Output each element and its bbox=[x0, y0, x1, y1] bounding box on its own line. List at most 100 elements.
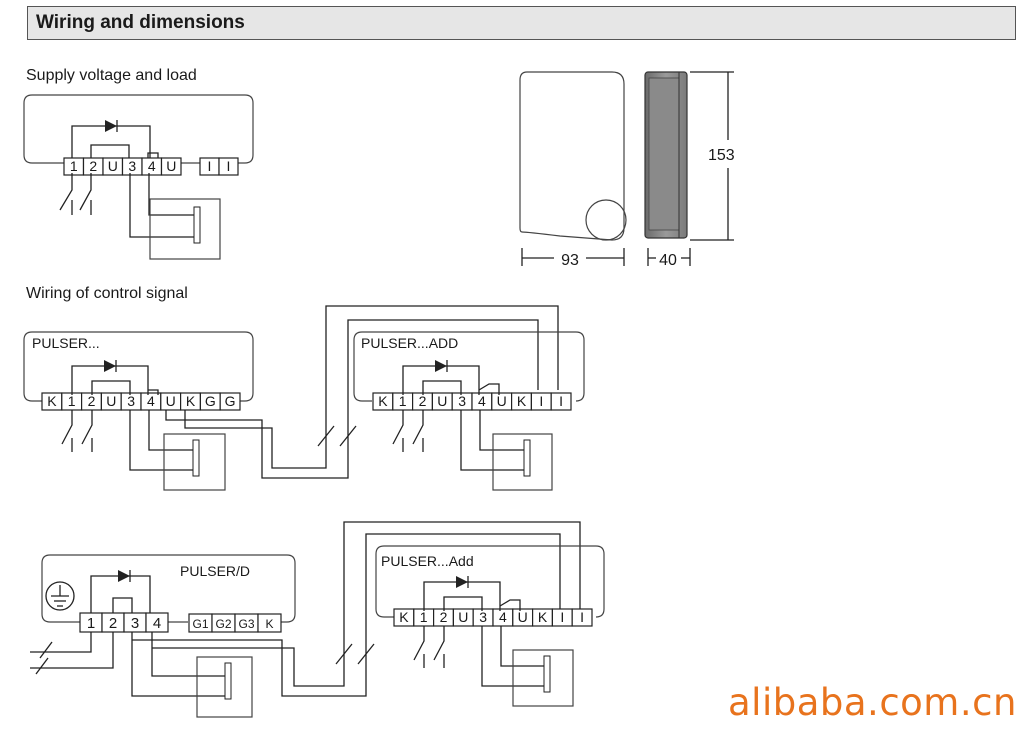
terminal-d5-terms-2: 2 bbox=[433, 608, 455, 627]
terminal-d3-terms-2: 2 bbox=[412, 392, 434, 411]
terminal-d5-terms-5: 4 bbox=[492, 608, 514, 627]
pulser-label: PULSER... bbox=[32, 335, 100, 351]
diagram-link-lower bbox=[335, 521, 581, 665]
terminal-label: U bbox=[518, 609, 528, 625]
terminal-label: 3 bbox=[458, 393, 466, 409]
terminal-label: K bbox=[186, 393, 196, 409]
terminal-label: 2 bbox=[88, 393, 96, 409]
terminal-d5-terms-4: 3 bbox=[472, 608, 494, 627]
terminal-d5-terms-7: K bbox=[531, 608, 553, 627]
terminal-d5-terms-9: I bbox=[571, 608, 593, 627]
section-title: Wiring and dimensions bbox=[27, 6, 1016, 40]
terminal-label: U bbox=[497, 393, 507, 409]
terminal-d3-terms-5: 4 bbox=[471, 392, 493, 411]
terminal-d5-terms-6: U bbox=[512, 608, 534, 627]
terminal-label: 1 bbox=[68, 393, 76, 409]
terminal-label: 3 bbox=[479, 609, 487, 625]
terminal-label: 1 bbox=[70, 158, 78, 174]
terminal-label: 2 bbox=[440, 609, 448, 625]
ground-icon bbox=[45, 581, 75, 611]
control-section-label: Wiring of control signal bbox=[26, 285, 188, 302]
terminal-label: G1 bbox=[192, 617, 208, 631]
terminal-label: K bbox=[517, 393, 527, 409]
terminal-label: K bbox=[265, 617, 273, 631]
terminal-d3-terms-7: K bbox=[511, 392, 533, 411]
terminal-d1-terms-5: U bbox=[160, 157, 182, 176]
pulser-add-label: PULSER...ADD bbox=[361, 335, 458, 351]
terminal-d3-terms-0: K bbox=[372, 392, 394, 411]
terminal-d5-terms-8: I bbox=[551, 608, 573, 627]
terminal-label: K bbox=[399, 609, 409, 625]
terminal-label: 3 bbox=[128, 158, 136, 174]
terminal-d1-terms-0: I bbox=[199, 157, 220, 176]
terminal-label: I bbox=[580, 609, 584, 625]
terminal-label: 4 bbox=[478, 393, 486, 409]
terminal-label: 4 bbox=[147, 393, 155, 409]
terminal-d4-terms-0: G1 bbox=[188, 613, 213, 633]
watermark: alibaba.com.cn bbox=[728, 681, 1017, 724]
diagram-link-upper bbox=[317, 305, 559, 447]
device-front-view bbox=[519, 71, 627, 266]
terminal-d2-terms-6: U bbox=[160, 392, 182, 411]
terminal-d2-terms-4: 3 bbox=[120, 392, 142, 411]
terminal-d5-terms-0: K bbox=[393, 608, 415, 627]
terminal-d1-terms-0: 1 bbox=[63, 157, 85, 176]
terminal-d5-terms-3: U bbox=[452, 608, 474, 627]
terminal-d1-terms-4: 4 bbox=[141, 157, 163, 176]
terminal-label: 4 bbox=[148, 158, 156, 174]
height-dimension: 153 bbox=[708, 147, 735, 164]
terminal-d1-terms-3: 3 bbox=[121, 157, 143, 176]
terminal-d1-terms-1: I bbox=[218, 157, 239, 176]
terminal-d2-terms-7: K bbox=[180, 392, 202, 411]
pulser-add-lower-label: PULSER...Add bbox=[381, 553, 474, 569]
terminal-label: G bbox=[225, 393, 236, 409]
terminal-d4-terms-2: 3 bbox=[123, 612, 147, 633]
terminal-label: G3 bbox=[238, 617, 254, 631]
terminal-label: 1 bbox=[399, 393, 407, 409]
terminal-label: 1 bbox=[420, 609, 428, 625]
terminal-label: U bbox=[106, 393, 116, 409]
terminal-label: I bbox=[539, 393, 543, 409]
terminal-label: I bbox=[560, 609, 564, 625]
terminal-label: I bbox=[208, 158, 212, 174]
width-dimension: 93 bbox=[561, 252, 579, 269]
terminal-d4-terms-1: G2 bbox=[211, 613, 236, 633]
terminal-label: I bbox=[559, 393, 563, 409]
terminal-d3-terms-1: 1 bbox=[392, 392, 414, 411]
terminal-d5-terms-1: 1 bbox=[413, 608, 435, 627]
terminal-label: U bbox=[108, 158, 118, 174]
terminal-label: U bbox=[437, 393, 447, 409]
terminal-d3-terms-3: U bbox=[431, 392, 453, 411]
terminal-d4-terms-3: K bbox=[257, 613, 282, 633]
terminal-label: 1 bbox=[87, 615, 95, 632]
terminal-label: K bbox=[538, 609, 548, 625]
terminal-d2-terms-0: K bbox=[41, 392, 63, 411]
terminal-label: 4 bbox=[153, 615, 161, 632]
terminal-d1-terms-2: U bbox=[102, 157, 124, 176]
terminal-d2-terms-8: G bbox=[199, 392, 221, 411]
device-side-view bbox=[644, 71, 734, 266]
terminal-label: 3 bbox=[131, 615, 139, 632]
terminal-d2-terms-1: 1 bbox=[61, 392, 83, 411]
terminal-label: 3 bbox=[127, 393, 135, 409]
supply-section-label: Supply voltage and load bbox=[26, 67, 197, 84]
terminal-label: 2 bbox=[109, 615, 117, 632]
terminal-d4-terms-1: 2 bbox=[101, 612, 125, 633]
terminal-label: 2 bbox=[419, 393, 427, 409]
terminal-label: 4 bbox=[499, 609, 507, 625]
terminal-d4-terms-3: 4 bbox=[145, 612, 169, 633]
terminal-d2-terms-9: G bbox=[219, 392, 241, 411]
terminal-label: U bbox=[166, 158, 176, 174]
terminal-label: U bbox=[458, 609, 468, 625]
terminal-label: G bbox=[205, 393, 216, 409]
terminal-label: I bbox=[227, 158, 231, 174]
terminal-d3-terms-4: 3 bbox=[451, 392, 473, 411]
terminal-label: K bbox=[47, 393, 57, 409]
terminal-d2-terms-3: U bbox=[100, 392, 122, 411]
